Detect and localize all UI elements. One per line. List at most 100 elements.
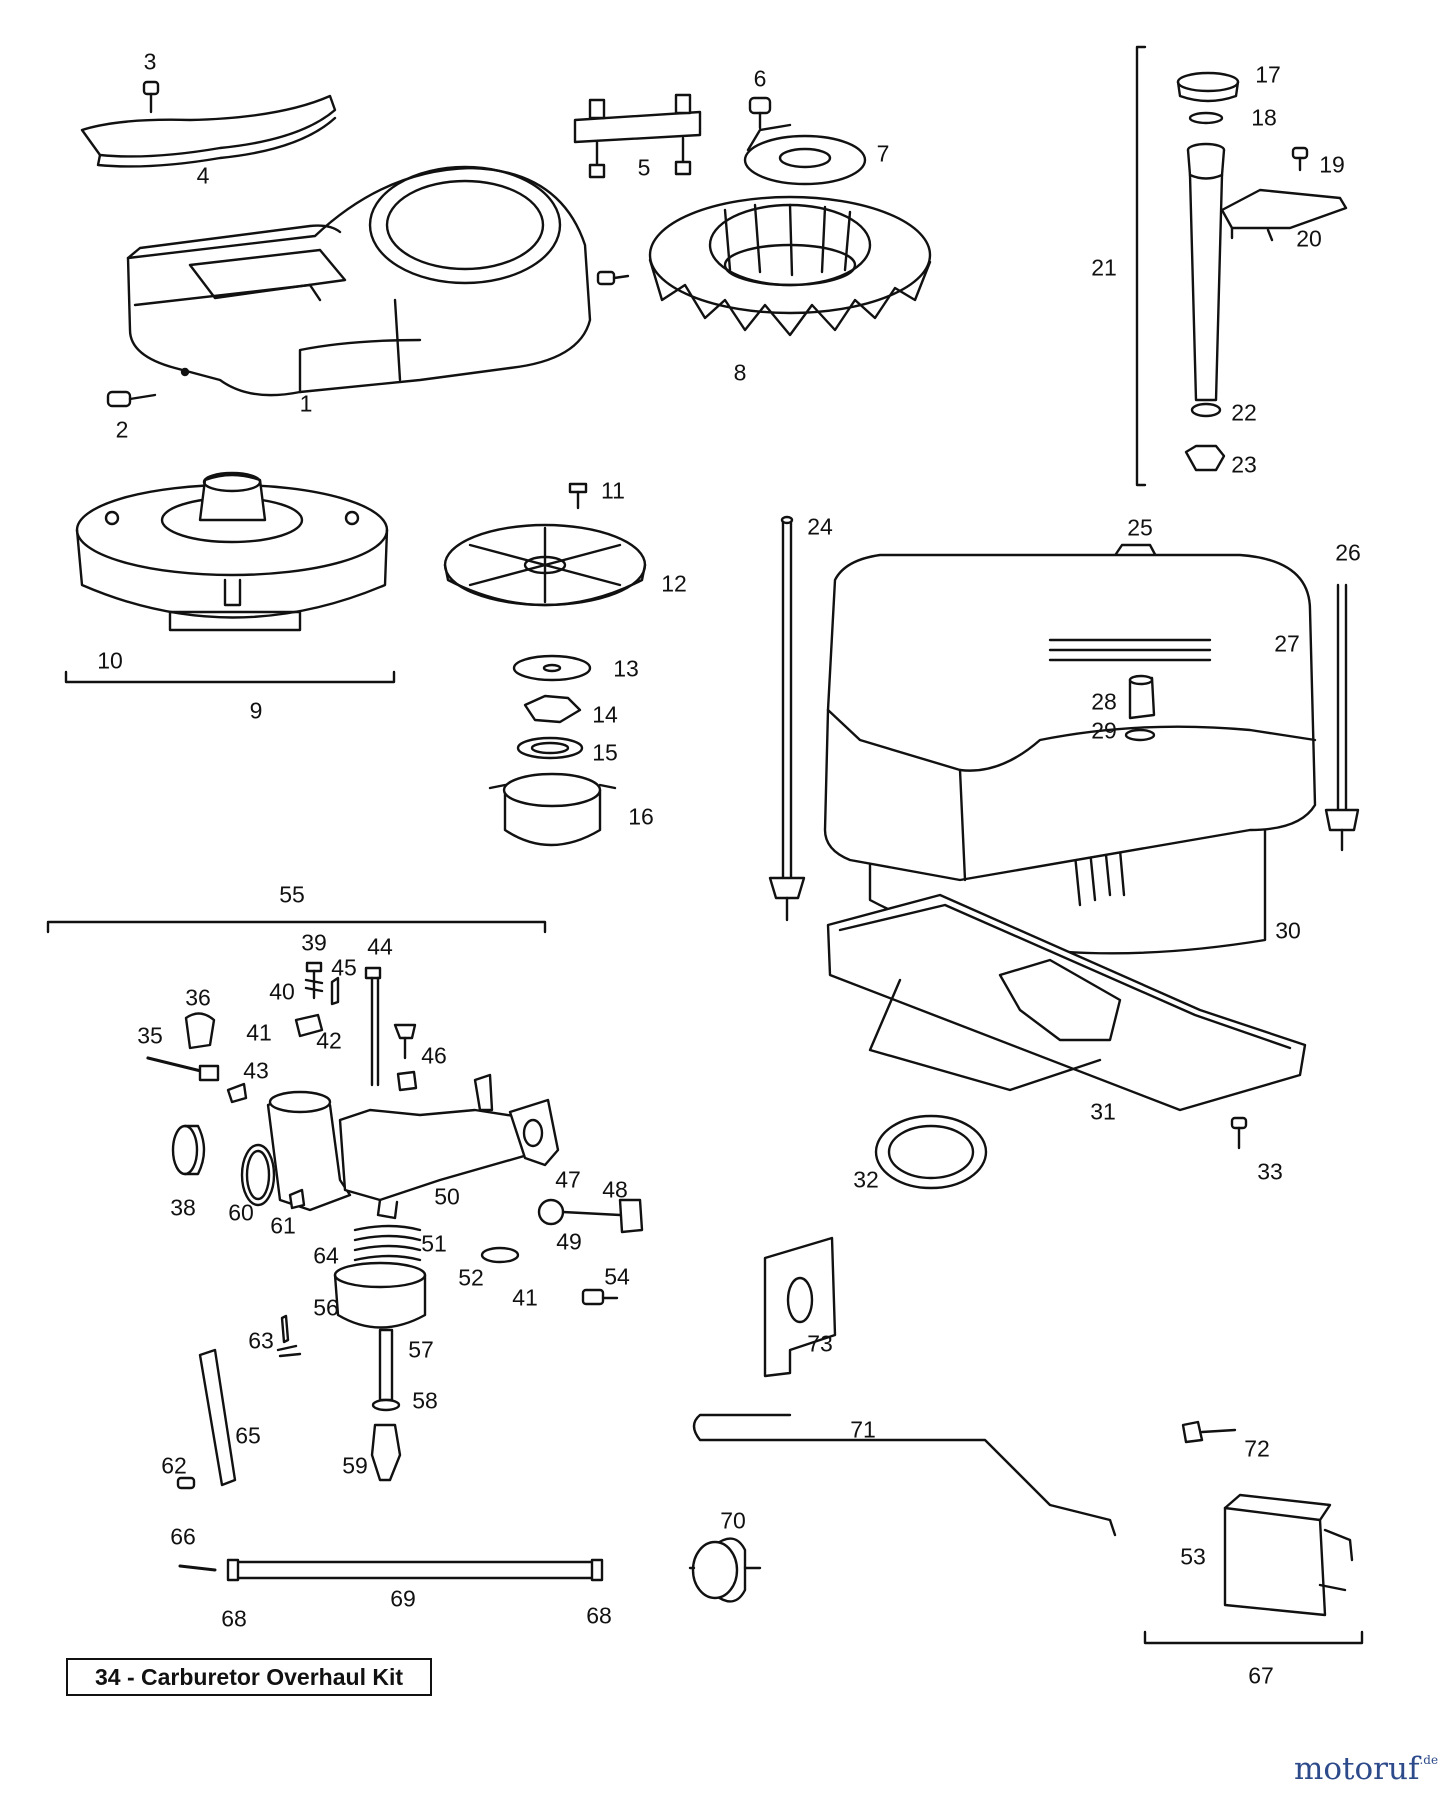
valve-59-part <box>370 1423 402 1482</box>
part-label: 50 <box>434 1183 460 1210</box>
part-label: 64 <box>313 1242 339 1269</box>
part-label: 20 <box>1296 225 1322 252</box>
part-label: 56 <box>313 1294 339 1321</box>
part-label: 71 <box>850 1416 876 1443</box>
part-label: 61 <box>270 1212 296 1239</box>
washer-15-part <box>516 736 584 760</box>
part-label: 41 <box>246 1019 272 1046</box>
pump-53-part <box>1223 1493 1354 1617</box>
watermark-logo: motoruf.de <box>1294 1754 1438 1785</box>
bracket-67 <box>1143 1630 1364 1645</box>
part-label: 41 <box>512 1284 538 1311</box>
pin-63-part <box>280 1314 290 1344</box>
air-guide-4-part <box>80 94 337 168</box>
part-label: 65 <box>235 1422 261 1449</box>
part-label: 57 <box>408 1336 434 1363</box>
clip-64-part <box>276 1344 302 1358</box>
part-label: 27 <box>1274 630 1300 657</box>
part-label: 2 <box>115 416 129 443</box>
part-label: 33 <box>1257 1158 1283 1185</box>
screw-54-part <box>581 1288 619 1306</box>
part-label: 8 <box>733 359 747 386</box>
washer-52-part <box>480 1246 520 1264</box>
part-label: 68 <box>586 1602 612 1629</box>
screw-72-part <box>1181 1420 1237 1444</box>
bracket-20-part <box>1220 188 1348 242</box>
screw-3-part <box>142 80 160 114</box>
part-label: 68 <box>221 1605 247 1632</box>
lever-42-part <box>294 1013 324 1038</box>
gasket-73-part <box>763 1236 837 1378</box>
part-label: 11 <box>601 477 625 504</box>
clutch-16-part <box>488 772 617 847</box>
part-label: 63 <box>248 1327 274 1354</box>
dipstick-cap-17-part <box>1176 71 1240 103</box>
part-label: 7 <box>876 140 890 167</box>
spacer-28-part <box>1128 674 1156 720</box>
part-label: 36 <box>185 984 211 1011</box>
part-label: 51 <box>421 1230 447 1257</box>
part-label: 23 <box>1231 451 1257 478</box>
part-label: 26 <box>1335 539 1361 566</box>
part-label: 42 <box>316 1027 342 1054</box>
screw-6-part <box>748 96 772 130</box>
part-label: 32 <box>853 1166 879 1193</box>
part-label: 38 <box>170 1194 196 1221</box>
part-label: 54 <box>604 1263 630 1290</box>
oring-60-part <box>240 1143 276 1207</box>
part-label: 30 <box>1275 917 1301 944</box>
part-label: 10 <box>97 647 123 674</box>
part-label: 44 <box>367 933 393 960</box>
screw-11-part <box>568 482 588 510</box>
part-label: 69 <box>390 1585 416 1612</box>
part-label: 14 <box>592 701 618 728</box>
screw-46-part <box>393 1023 418 1092</box>
part-label: 59 <box>342 1452 368 1479</box>
part-label: 31 <box>1090 1098 1116 1125</box>
part-label: 73 <box>807 1330 833 1357</box>
part-label: 9 <box>249 697 263 724</box>
part-label: 22 <box>1231 399 1257 426</box>
part-label: 47 <box>555 1166 581 1193</box>
link-65-part <box>198 1348 237 1487</box>
part-label: 46 <box>421 1042 447 1069</box>
part-label: 19 <box>1319 151 1345 178</box>
plug-61-part <box>288 1188 306 1210</box>
part-label: 72 <box>1244 1435 1270 1462</box>
bracket-5-part <box>573 93 702 179</box>
screw-2-part <box>106 390 157 408</box>
base-31-part <box>826 893 1307 1112</box>
part-label: 70 <box>720 1507 746 1534</box>
part-label: 3 <box>143 48 157 75</box>
screw-62-part <box>176 1476 196 1490</box>
part-label: 21 <box>1091 254 1117 281</box>
blower-housing-part <box>126 165 592 397</box>
rod-71-part <box>692 1413 1117 1537</box>
fuel-line-69-part <box>178 1558 604 1582</box>
part-label: 35 <box>137 1022 163 1049</box>
screw-19-part <box>1291 146 1309 172</box>
part-label: 60 <box>228 1199 254 1226</box>
part-label: 29 <box>1091 717 1117 744</box>
screw-57-part <box>378 1328 394 1402</box>
part-label: 28 <box>1091 688 1117 715</box>
bracket-9 <box>64 670 396 684</box>
screw-33-part <box>1230 1116 1248 1150</box>
shaft-44-part <box>364 966 382 1087</box>
oring-18-part <box>1188 111 1224 125</box>
part-label: 45 <box>331 954 357 981</box>
screw-39-part <box>304 961 324 1000</box>
spring-45-part <box>330 976 340 1006</box>
part-label: 62 <box>161 1452 187 1479</box>
cover-27-part <box>823 553 1317 882</box>
part-label: 39 <box>301 929 327 956</box>
screw-35-part <box>146 1056 220 1082</box>
flywheel-8-part <box>648 195 932 337</box>
flywheel-assembly-10-part <box>75 471 389 632</box>
gasket-32-part <box>874 1114 988 1190</box>
part-label: 16 <box>628 803 654 830</box>
part-label: 55 <box>279 881 305 908</box>
bracket-21 <box>1135 45 1147 487</box>
part-label: 1 <box>299 390 313 417</box>
